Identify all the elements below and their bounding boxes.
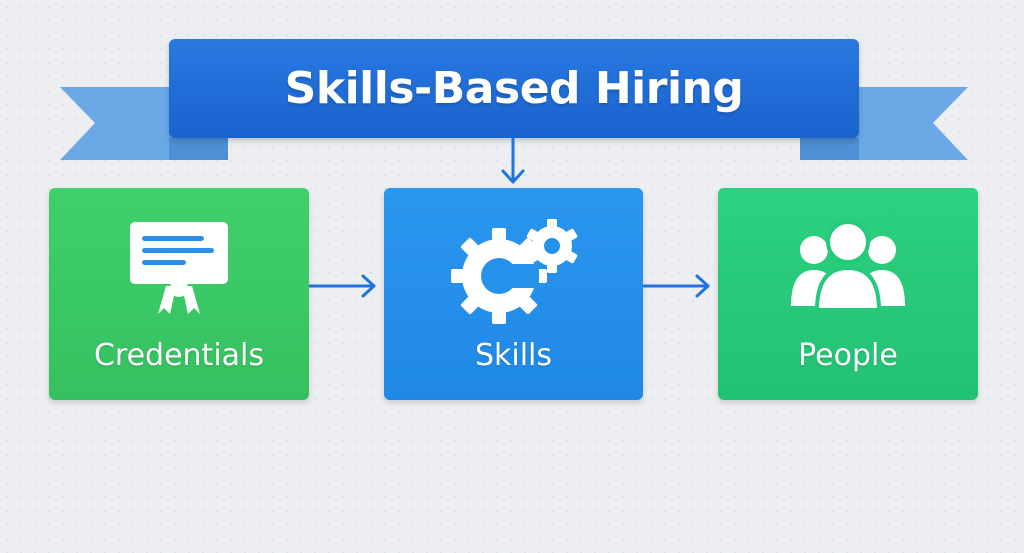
arrow-banner-to-skills [501, 137, 525, 184]
title-banner: Skills-Based Hiring [169, 39, 859, 138]
gears-icon [450, 219, 577, 324]
node-people-label: People [798, 338, 898, 373]
node-people: People [718, 188, 978, 400]
arrow-skills-to-people [642, 274, 710, 298]
people-icon [791, 220, 905, 312]
ribbon-fold-right [800, 138, 859, 160]
arrow-credentials-to-skills [308, 274, 376, 298]
banner-title: Skills-Based Hiring [284, 63, 744, 114]
certificate-icon [130, 222, 228, 314]
ribbon-fold-left [169, 138, 228, 160]
node-skills: Skills [384, 188, 643, 400]
node-credentials-label: Credentials [93, 338, 265, 373]
node-credentials: Credentials [49, 188, 309, 400]
node-skills-label: Skills [474, 338, 553, 373]
